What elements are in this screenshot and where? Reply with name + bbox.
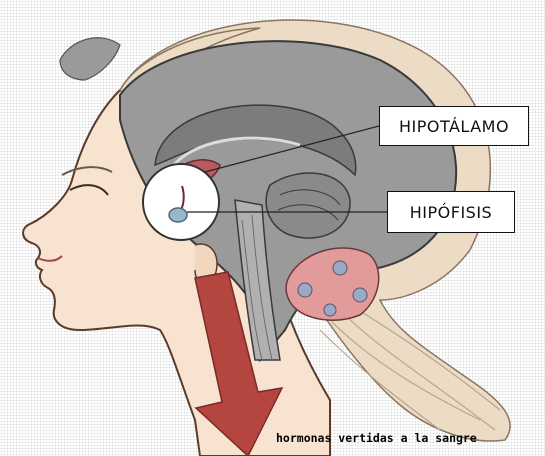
scrunchie-dot (298, 283, 312, 297)
pituitary-label: HIPÓFISIS (387, 191, 515, 233)
scrunchie-dot (333, 261, 347, 275)
scrunchie-dot (353, 288, 367, 302)
hypothalamus-label: HIPOTÁLAMO (379, 106, 529, 146)
caption-text: hormonas vertidas a la sangre (276, 431, 477, 445)
scrunchie-dot (324, 304, 336, 316)
hair-bun (60, 38, 120, 80)
pituitary-highlight-circle (143, 164, 219, 240)
pituitary-gland (169, 208, 187, 222)
